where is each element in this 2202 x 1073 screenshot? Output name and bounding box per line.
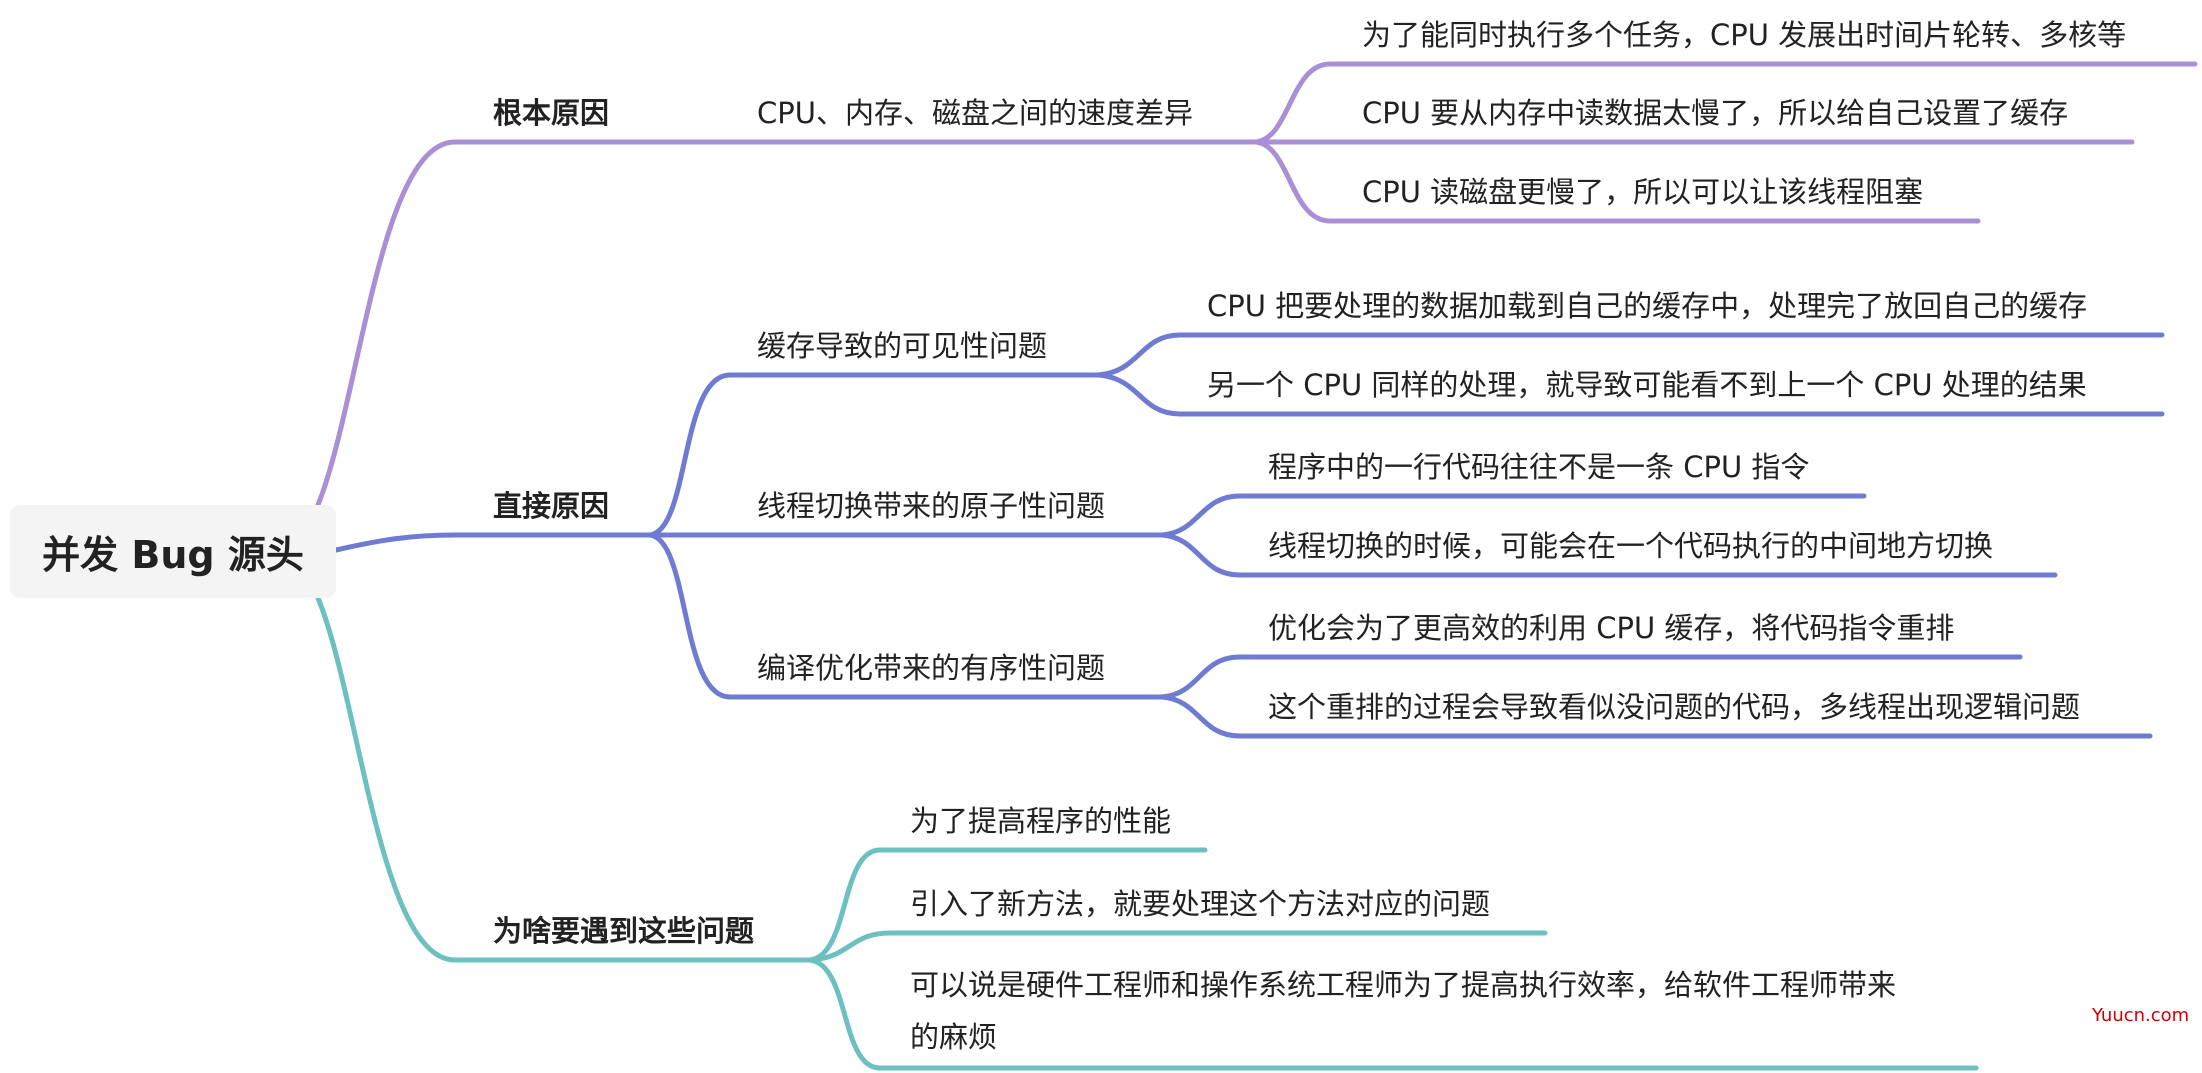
root-label: 并发 Bug 源头: [42, 533, 304, 577]
branch-why-label[interactable]: 为啥要遇到这些问题: [493, 914, 755, 948]
leaf-atomicity-2[interactable]: 线程切换的时候，可能会在一个代码执行的中间地方切换: [1268, 529, 1994, 563]
link-speed-leaf-3: [1252, 139, 1981, 224]
link-ordering-leaf-2: [1159, 694, 2153, 739]
link-why-leaf-1: [807, 847, 1208, 963]
leaf-visibility-2[interactable]: 另一个 CPU 同样的处理，就导致可能看不到上一个 CPU 处理的结果: [1207, 368, 2087, 402]
link-root-to-direct: [333, 532, 653, 553]
root-node[interactable]: 并发 Bug 源头: [10, 505, 336, 598]
link-speed-leaf-1: [1252, 61, 2198, 145]
leaf-speed-2[interactable]: CPU 要从内存中读数据太慢了，所以给自己设置了缓存: [1362, 96, 2069, 130]
link-visibility-leaf-2: [1095, 372, 2165, 417]
link-visibility-leaf-1: [1095, 332, 2165, 378]
link-root-to-fundamental: [315, 139, 763, 508]
link-atomicity-leaf-1: [1159, 493, 1867, 538]
node-ordering[interactable]: 编译优化带来的有序性问题: [757, 651, 1106, 685]
leaf-visibility-1[interactable]: CPU 把要处理的数据加载到自己的缓存中，处理完了放回自己的缓存: [1207, 289, 2088, 323]
leaf-speed-1[interactable]: 为了能同时执行多个任务，CPU 发展出时间片轮转、多核等: [1362, 18, 2127, 52]
link-direct-to-ordering: [647, 532, 1165, 700]
link-why-leaf-2: [807, 930, 1548, 963]
node-why-3-line2[interactable]: 的麻烦: [910, 1020, 998, 1054]
branch-direct-label[interactable]: 直接原因: [493, 489, 610, 523]
link-root-to-why: [315, 595, 813, 963]
link-ordering-leaf-1: [1159, 654, 2023, 700]
node-visibility[interactable]: 缓存导致的可见性问题: [757, 329, 1048, 363]
branch-fundamental-label[interactable]: 根本原因: [493, 96, 610, 130]
link-why-leaf-3: [807, 957, 1979, 1071]
link-atomicity-leaf-2: [1159, 532, 2058, 578]
leaf-ordering-1[interactable]: 优化会为了更高效的利用 CPU 缓存，将代码指令重排: [1268, 611, 1955, 645]
node-why-1[interactable]: 为了提高程序的性能: [910, 804, 1172, 838]
leaf-speed-3[interactable]: CPU 读磁盘更慢了，所以可以让该线程阻塞: [1362, 175, 1924, 209]
leaf-atomicity-1[interactable]: 程序中的一行代码往往不是一条 CPU 指令: [1268, 450, 1810, 484]
node-why-2[interactable]: 引入了新方法，就要处理这个方法对应的问题: [910, 887, 1491, 921]
watermark: Yuucn.com: [2092, 1005, 2190, 1026]
node-why-3-line1[interactable]: 可以说是硬件工程师和操作系统工程师为了提高执行效率，给软件工程师带来: [910, 968, 1897, 1002]
node-atomicity[interactable]: 线程切换带来的原子性问题: [757, 489, 1106, 523]
link-direct-to-visibility: [647, 372, 1101, 538]
node-speed-gap[interactable]: CPU、内存、磁盘之间的速度差异: [757, 96, 1193, 130]
leaf-ordering-2[interactable]: 这个重排的过程会导致看似没问题的代码，多线程出现逻辑问题: [1268, 690, 2081, 724]
